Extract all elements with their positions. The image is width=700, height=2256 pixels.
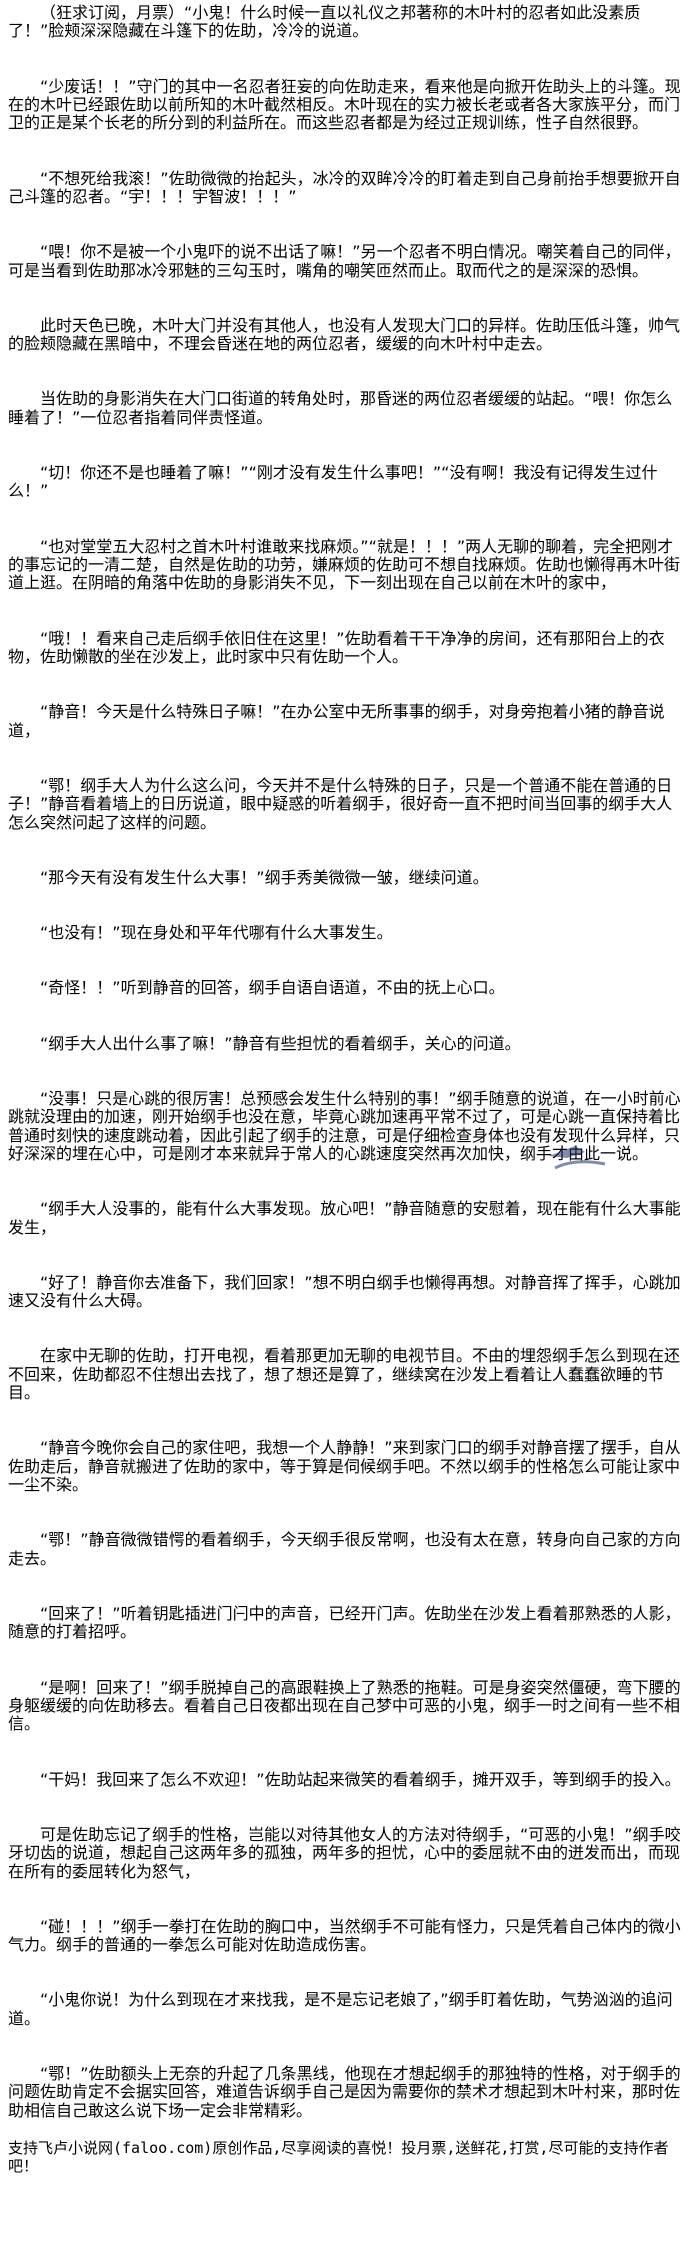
support-notice: 支持飞卢小说网(faloo.com)原创作品,尽享阅读的喜悦！投月票,送鲜花,打…: [8, 2138, 669, 2176]
paragraph: “小鬼你说！为什么到现在才来找我，是不是忘记老娘了，”纲手盯着佐助，气势汹汹的追…: [8, 1990, 673, 2028]
chapter-body: （狂求订阅，月票）“小鬼！什么时候一直以礼仪之邦著称的木叶村的忍者如此没素质了！…: [8, 3, 681, 2176]
paragraph: 当佐助的身影消失在大门口街道的转角处时，那昏迷的两位忍者缓缓的站起。“喂！你怎么…: [8, 389, 673, 427]
paragraph: “碰！！！”纲手一拳打在佐助的胸口中，当然纲手不可能有怪力，只是凭着自己体内的微…: [8, 1916, 681, 1955]
paragraph: 在家中无聊的佐助，打开电视，看着那更加无聊的电视节目。不由的埋怨纲手怎么到现在还…: [8, 1346, 681, 1403]
paragraph: “也没有！”现在身处和平年代哪有什么大事发生。: [40, 923, 393, 943]
paragraph: “鄂！纲手大人为什么这么问，今天并不是什么特殊的日子，只是一个普通不能在普通的日…: [8, 775, 673, 832]
paragraph: “好了！静音你去准备下，我们回家！”想不明白纲手也懒得再想。对静音挥了挥手，心跳…: [8, 1272, 681, 1311]
paragraph: “少废话！！”守门的其中一名忍者狂妄的向佐助走来，看来他是向掀开佐助头上的斗篷。…: [8, 76, 681, 133]
paragraph: “纲手大人出什么事了嘛！”静音有些担忧的看着纲手，关心的问道。: [40, 1033, 521, 1053]
paragraph: 此时天色已晚，木叶大门并没有其他人，也没有人发现大门口的异样。佐助压低斗篷，帅气…: [8, 315, 681, 354]
paragraph: “哦！！看来自己走后纲手依旧住在这里！”佐助看着干干净净的房间，还有那阳台上的衣…: [8, 628, 665, 667]
paragraph: “喂！你不是被一个小鬼吓的说不出话了嘛！”另一个忍者不明白情况。嘲笑着自己的同伴…: [8, 242, 681, 280]
paragraph: （狂求订阅，月票）“小鬼！什么时候一直以礼仪之邦著称的木叶村的忍者如此没素质了！…: [8, 3, 641, 41]
paragraph: “回来了！”听着钥匙插进门闩中的声音，已经开门声。佐助坐在沙发上看着那熟悉的人影…: [8, 1604, 681, 1642]
paragraph: “切！你还不是也睡着了嘛！”“刚才没有发生什么事吧！”“没有啊！我没有记得发生过…: [8, 463, 658, 501]
paragraph: “那今天有没有发生什么大事！”纲手秀美微微一皱，继续问道。: [40, 867, 489, 887]
paragraph: “是啊！回来了！”纲手脱掉自己的高跟鞋换上了熟悉的拖鞋。可是身姿突然僵硬，弯下腰…: [8, 1677, 681, 1734]
paragraph: “也对堂堂五大忍村之首木叶村谁敢来找麻烦。”“就是！！！”两人无聊的聊着，完全把…: [8, 536, 681, 593]
paragraph: “静音今晚你会自己的家住吧，我想一个人静静！”来到家门口的纲手对静音摆了摆手，自…: [8, 1438, 681, 1495]
paragraph: “鄂！”静音微微错愕的看着纲手，今天纲手很反常啊，也没有太在意，转身向自己家的方…: [8, 1530, 681, 1568]
paragraph: “奇怪！！”听到静音的回答，纲手自语自语道，不由的抚上心口。: [40, 978, 505, 998]
paragraph: “鄂！”佐助额头上无奈的升起了几条黑线，他现在才想起纲手的那独特的性格，对于纲手…: [8, 2064, 681, 2120]
paragraph: 可是佐助忘记了纲手的性格，岂能以对待其他女人的方法对待纲手，“可恶的小鬼！”纲手…: [8, 1824, 681, 1881]
paragraph: “不想死给我滚！”佐助微微的抬起头，冰冷的双眸冷冷的盯着走到自己身前抬手想要掀开…: [8, 168, 681, 207]
paragraph: “静音！今天是什么特殊日子嘛！”在办公室中无所事事的纲手，对身旁抱着小猪的静音说…: [8, 702, 665, 740]
paragraph: “纲手大人没事的，能有什么大事发现。放心吧！”静音随意的安慰着，现在能有什么大事…: [8, 1199, 681, 1237]
paragraph: “没事！只是心跳的很厉害！总预感会发生什么特别的事！”纲手随意的说道，在一小时前…: [8, 1088, 681, 1163]
paragraph: “干妈！我回来了怎么不欢迎！”佐助站起来微笑的看着纲手，摊开双手，等到纲手的投入…: [40, 1769, 681, 1789]
